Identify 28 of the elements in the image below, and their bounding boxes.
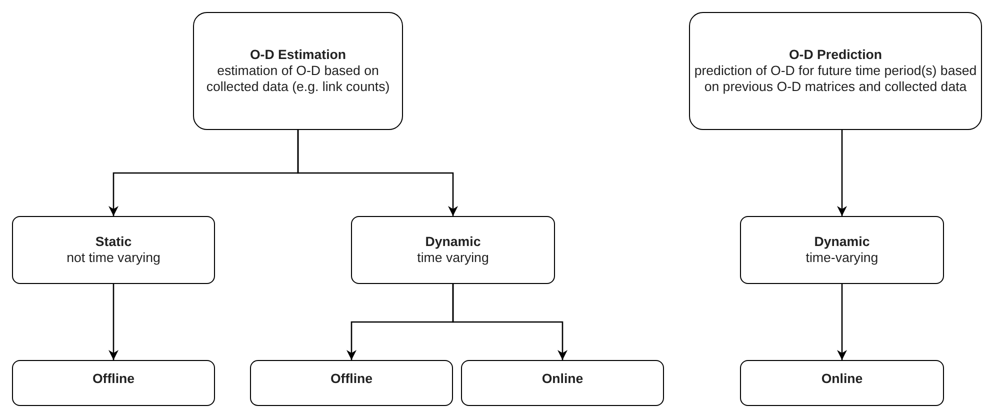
process-box <box>740 360 944 406</box>
arrow <box>837 130 847 216</box>
arrow <box>452 284 568 360</box>
process-box <box>193 12 403 130</box>
process-box <box>689 12 982 130</box>
box-heading: Online <box>821 371 863 387</box>
box-heading: Dynamic <box>814 234 870 250</box>
arrow <box>297 130 458 216</box>
box-heading: Offline <box>92 371 135 387</box>
box-heading: O-D Estimation <box>250 47 346 63</box>
arrow <box>837 284 847 360</box>
process-box <box>12 360 215 406</box>
process-box <box>351 216 555 284</box>
box-heading: Dynamic <box>425 234 481 250</box>
process-box <box>12 216 215 284</box>
box-description: time varying <box>417 250 489 266</box>
process-box <box>740 216 944 284</box>
box-description: time-varying <box>806 250 878 266</box>
box-description: prediction of O-D for future time period(s) based on previous O-D matrices and collected data <box>693 63 978 95</box>
box-description: estimation of O-D based on collected data (e.g. link counts) <box>205 63 391 95</box>
process-box <box>461 360 664 406</box>
box-heading: O-D Prediction <box>788 47 882 63</box>
box-description: not time varying <box>66 250 160 266</box>
arrow <box>108 284 118 360</box>
process-box <box>250 360 453 406</box>
box-heading: Online <box>542 371 584 387</box>
box-heading: Offline <box>330 371 373 387</box>
box-heading: Static <box>95 234 132 250</box>
